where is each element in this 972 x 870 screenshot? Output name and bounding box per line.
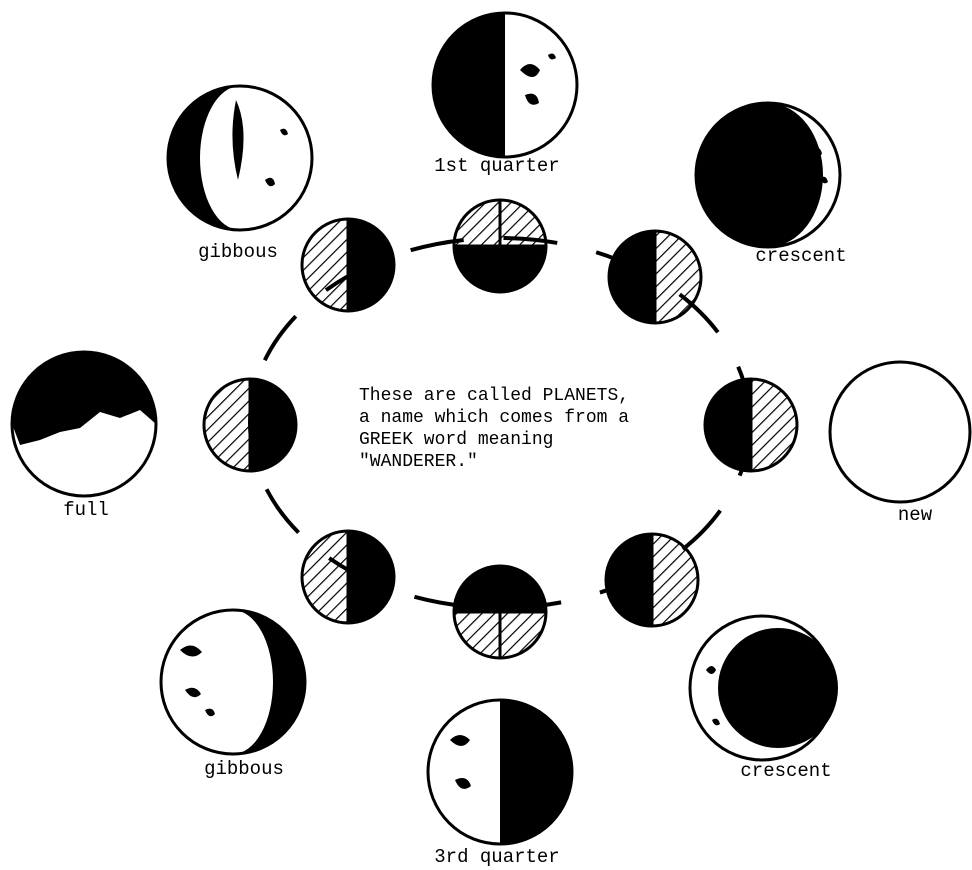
phase-label: 1st quarter [434, 155, 559, 177]
phase-third-quarter: 3rd quarter [428, 700, 572, 868]
center-text-line-2: a name which comes from a [359, 408, 629, 428]
phase-gibbous-upper-left: gibbous [168, 86, 312, 263]
orbit-planet-right [705, 379, 797, 471]
center-text-line-1: These are called PLANETS, [359, 386, 629, 406]
center-text-line-4: "WANDERER." [359, 452, 478, 472]
orbit-planet-left [204, 379, 296, 471]
phase-crescent-lower-right: crescent [690, 616, 838, 782]
orbit-planet-lower-right [606, 534, 698, 626]
phase-label: crescent [740, 760, 831, 782]
orbit-planet-upper-left [302, 219, 394, 311]
center-text-line-3: GREEK word meaning [359, 430, 553, 450]
orbit-planet-lower-left [302, 531, 394, 623]
phase-label: new [898, 504, 933, 526]
phase-crescent-upper-right: crescent [696, 103, 847, 267]
phase-gibbous-lower-left: gibbous [161, 610, 305, 780]
phase-new: new [830, 362, 970, 526]
phase-full: full [12, 352, 156, 521]
orbit-planet-bottom [454, 566, 546, 658]
phase-first-quarter: 1st quarter [433, 13, 577, 177]
phase-label: crescent [755, 245, 846, 267]
phase-label: gibbous [198, 241, 278, 263]
phase-label: gibbous [204, 758, 284, 780]
center-caption: These are called PLANETS, a name which c… [359, 386, 629, 472]
orbit-planet-upper-right [609, 231, 701, 323]
orbit-planet-top [454, 200, 546, 292]
phase-label: full [63, 499, 109, 521]
phase-label: 3rd quarter [434, 846, 559, 868]
